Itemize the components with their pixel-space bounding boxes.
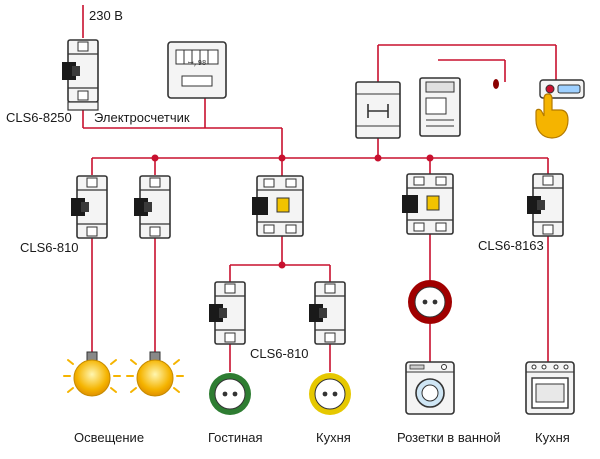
meter-label: Электросчетчик: [94, 110, 190, 125]
living-room-label: Гостиная: [208, 430, 263, 445]
electric-meter: [167, 41, 227, 99]
washing-machine-icon: [405, 361, 455, 415]
kitchen-socket: [309, 373, 351, 415]
timer-relay: [419, 77, 461, 137]
rcd-bathroom: [401, 173, 454, 235]
kitchen-breaker-label: CLS6-8163: [478, 238, 544, 253]
lighting-breaker-2: [133, 175, 171, 239]
rcd-rooms: [251, 175, 304, 237]
indicator-lamp: [493, 79, 499, 89]
meter-display: ꟷ,98: [188, 60, 206, 68]
kitchen-socket-breaker: [308, 281, 346, 345]
hand-pointer-icon: [535, 93, 569, 139]
push-button-panel: [539, 79, 585, 99]
supply-voltage-label: 230 В: [89, 8, 123, 23]
living-room-breaker: [208, 281, 246, 345]
kitchen-socket-label: Кухня: [316, 430, 351, 445]
wires: [82, 5, 557, 372]
lamp-icon: [63, 351, 121, 397]
lamp-icon: [126, 351, 184, 397]
rooms-breaker-label: CLS6-810: [250, 346, 309, 361]
kitchen-stove-label: Кухня: [535, 430, 570, 445]
main-breaker: [61, 39, 99, 111]
contactor: [355, 81, 401, 139]
kitchen-stove-breaker: [526, 173, 564, 237]
lighting-breaker-label: CLS6-810: [20, 240, 79, 255]
lighting-breaker-1: [70, 175, 108, 239]
lighting-label: Освещение: [74, 430, 145, 445]
bathroom-socket: [408, 280, 452, 324]
living-room-socket: [209, 373, 251, 415]
junction-dots: [151, 154, 434, 269]
main-breaker-label: CLS6-8250: [6, 110, 72, 125]
bathroom-label: Розетки в ванной: [397, 430, 501, 445]
stove-icon: [525, 361, 575, 415]
